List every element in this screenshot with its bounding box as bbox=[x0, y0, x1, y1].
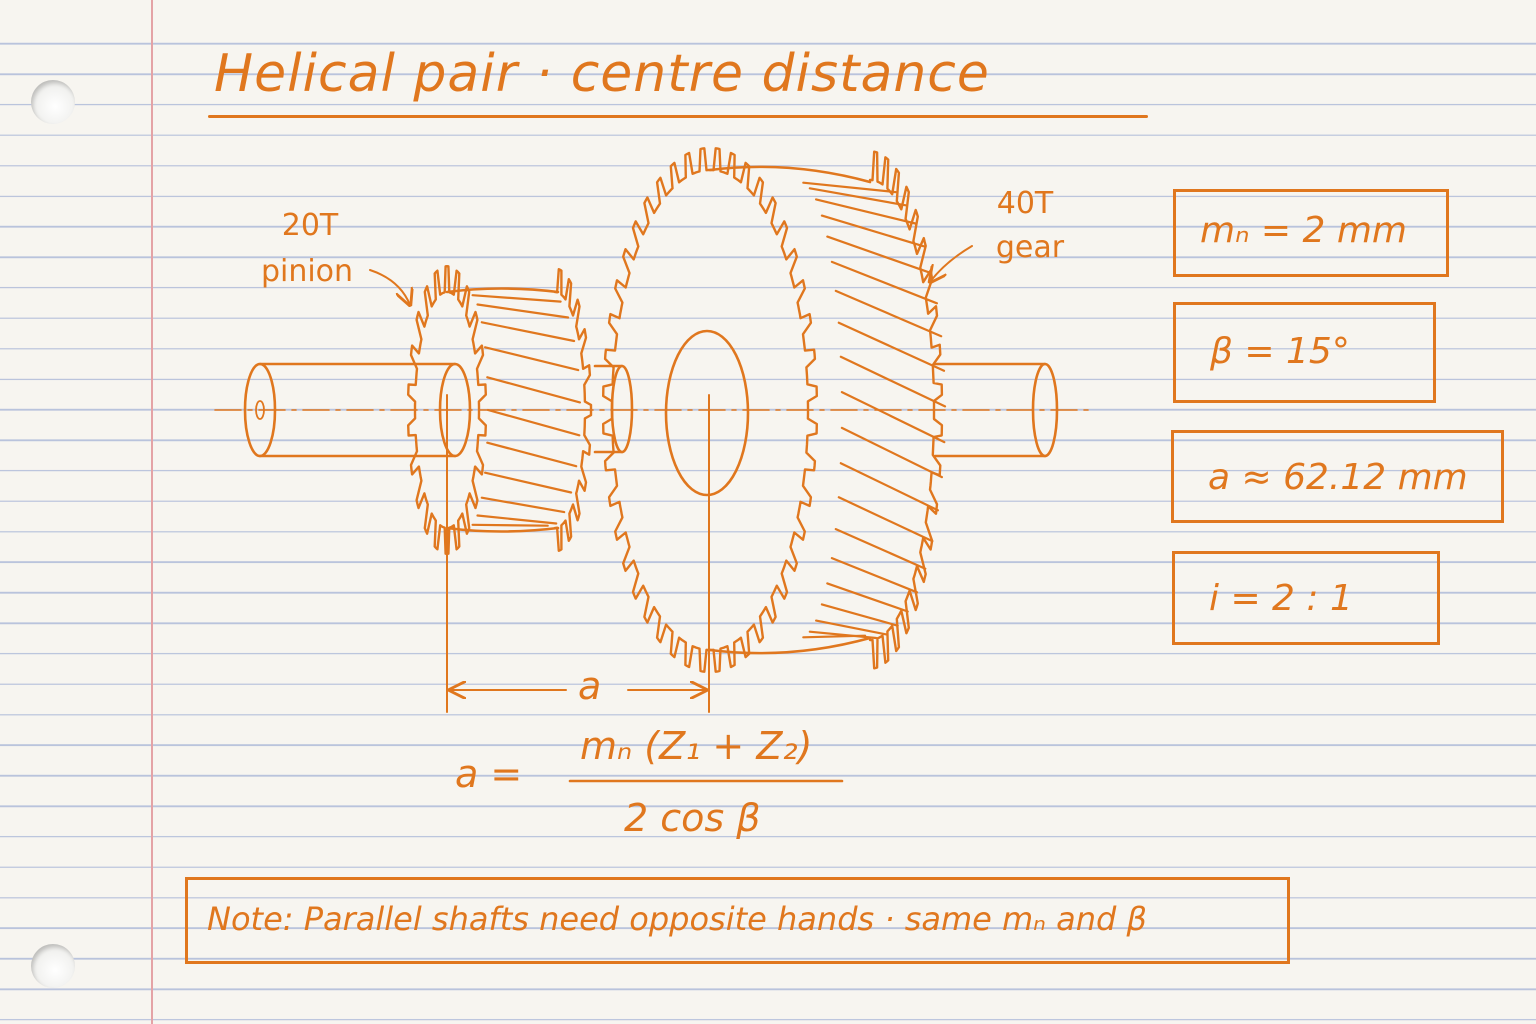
gear-helix-tooth bbox=[840, 391, 946, 444]
gear-leader bbox=[930, 245, 973, 282]
pinion-helix-tooth bbox=[476, 514, 558, 525]
gear-helix-tooth bbox=[837, 496, 934, 543]
param-box-module: mₙ = 2 mm bbox=[1173, 189, 1449, 277]
pinion-teeth-label: 20T bbox=[281, 208, 339, 243]
gear-helix-tooth bbox=[802, 181, 897, 194]
pinion-shaft bbox=[243, 362, 472, 458]
gear-helix-tooth bbox=[808, 187, 907, 207]
dimension-a bbox=[446, 394, 710, 713]
gear-helix-tooth bbox=[820, 603, 899, 627]
pinion-leader bbox=[369, 269, 410, 305]
note-text: Note: Parallel shafts need opposite hand… bbox=[207, 900, 1147, 938]
param-box-helix-angle: β = 15° bbox=[1173, 302, 1436, 403]
param-centre-distance: a ≈ 62.12 mm bbox=[1208, 457, 1468, 498]
gear-helix-tooth bbox=[826, 582, 909, 613]
gear-helix-tooth bbox=[834, 289, 943, 338]
gear-helix-tooth bbox=[826, 235, 933, 275]
gear-helix-tooth bbox=[837, 321, 946, 372]
large-gear bbox=[602, 147, 947, 673]
gear-name-label: gear bbox=[995, 230, 1065, 265]
param-module: mₙ = 2 mm bbox=[1200, 210, 1407, 251]
pinion-name-label: pinion bbox=[260, 254, 354, 289]
gear-helix-tooth bbox=[820, 214, 925, 248]
pinion-helix-tooth bbox=[486, 408, 581, 437]
gear-teeth-label: 40T bbox=[996, 186, 1054, 221]
gear-shaft bbox=[933, 362, 1059, 458]
gear-helix-tooth bbox=[808, 630, 878, 640]
gear-helix-tooth bbox=[839, 355, 947, 408]
gear-helix-tooth bbox=[840, 426, 943, 479]
gear-helix-tooth bbox=[830, 260, 938, 305]
formula-numerator: mₙ (Z₁ + Z₂) bbox=[580, 724, 813, 768]
pinion-helix-tooth bbox=[486, 376, 581, 404]
gear-helix-tooth bbox=[815, 619, 889, 636]
pinion-helix-tooth bbox=[476, 303, 570, 319]
param-box-centre-distance: a ≈ 62.12 mm bbox=[1171, 430, 1504, 523]
punch-hole-top bbox=[31, 80, 75, 124]
gear-helix-tooth bbox=[830, 557, 919, 594]
gear-helix-tooth bbox=[834, 528, 927, 570]
page-title: Helical pair · centre distance bbox=[214, 44, 990, 104]
punch-hole-bottom bbox=[31, 944, 75, 988]
param-ratio: i = 2 : 1 bbox=[1209, 578, 1353, 619]
pinion-helix-tooth bbox=[484, 471, 573, 494]
pinion-helix-tooth bbox=[480, 496, 566, 514]
margin-line bbox=[151, 0, 153, 1024]
formula-lhs: a = bbox=[455, 752, 523, 796]
pinion-helix-tooth bbox=[471, 523, 549, 527]
formula-denominator: 2 cos β bbox=[624, 796, 761, 840]
gear-helix-tooth bbox=[839, 462, 939, 512]
pinion-helix-tooth bbox=[471, 294, 562, 303]
param-helix-angle: β = 15° bbox=[1210, 331, 1350, 372]
param-box-ratio: i = 2 : 1 bbox=[1172, 551, 1440, 645]
dimension-label: a bbox=[578, 664, 602, 708]
pinion-helix-tooth bbox=[484, 346, 580, 372]
gear-helix-tooth bbox=[802, 634, 867, 639]
pinion-helix-tooth bbox=[480, 321, 576, 343]
title-underline bbox=[208, 115, 1148, 118]
pinion-helix-tooth bbox=[486, 441, 578, 468]
pinion-gear bbox=[407, 265, 593, 555]
gear-helix-tooth bbox=[815, 198, 917, 225]
note-box bbox=[185, 877, 1290, 964]
